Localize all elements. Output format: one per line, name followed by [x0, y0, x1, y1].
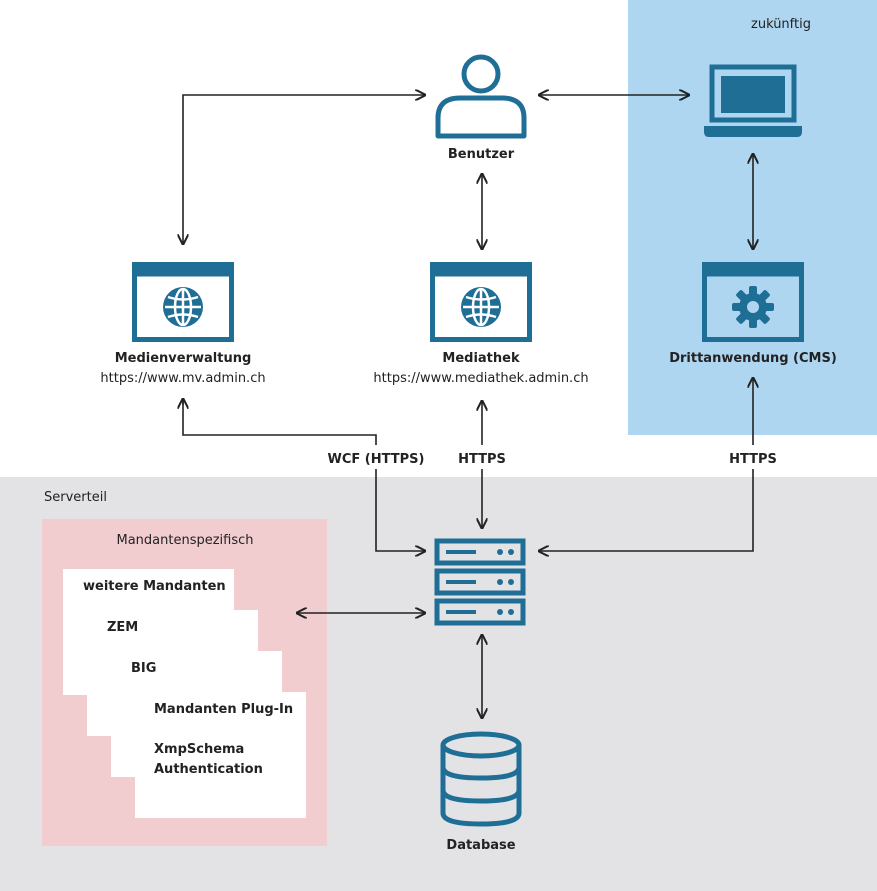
mediathek-title: Mediathek	[442, 351, 520, 366]
globe-browser-icon	[132, 262, 234, 342]
globe-browser-icon	[430, 262, 532, 342]
client-zone-label: Mandantenspezifisch	[116, 533, 254, 548]
server-zone-label: Serverteil	[44, 490, 107, 505]
client-card-label: BIG	[131, 661, 157, 676]
user-label: Benutzer	[447, 147, 515, 162]
drittanwendung-title: Drittanwendung (CMS)	[669, 351, 837, 366]
plugin-line-1: XmpSchema	[154, 742, 245, 757]
user-icon	[435, 54, 527, 139]
medienverwaltung-url: https://www.mv.admin.ch	[100, 371, 266, 386]
future-zone-label: zukünftig	[751, 17, 811, 32]
plugin-title: Mandanten Plug-In	[154, 702, 294, 717]
arrow-mv-server	[182, 399, 377, 445]
https-mediathek-label: HTTPS	[458, 452, 506, 467]
client-card-label: ZEM	[107, 620, 139, 635]
wcf-label: WCF (HTTPS)	[327, 452, 425, 467]
https-cms-label: HTTPS	[729, 452, 777, 467]
arrow-user-medienverwaltung	[183, 95, 425, 244]
mediathek-url: https://www.mediathek.admin.ch	[373, 371, 589, 386]
laptop-icon	[704, 64, 802, 137]
client-card-plugin: Mandanten Plug-In XmpSchema Authenticati…	[135, 692, 306, 818]
client-card-label: weitere Mandanten	[83, 579, 226, 594]
database-label: Database	[446, 838, 516, 853]
gear-browser-icon	[702, 262, 804, 342]
plugin-line-2: Authentication	[154, 762, 263, 777]
medienverwaltung-title: Medienverwaltung	[114, 351, 252, 366]
server-icon	[434, 538, 526, 626]
database-icon	[440, 731, 522, 827]
